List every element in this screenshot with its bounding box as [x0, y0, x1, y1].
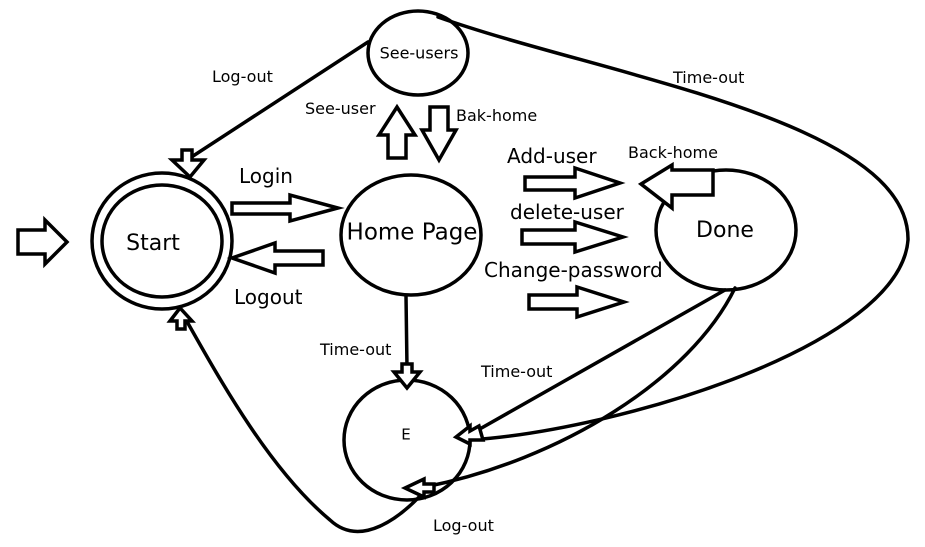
start-node-inner — [100, 183, 224, 299]
see-users-node-label: See-users — [380, 44, 459, 63]
edge-label-add-user: Add-user — [507, 144, 597, 168]
edge-line-log-out-top — [188, 40, 370, 160]
edge-line-time-out-done — [476, 288, 727, 432]
log-out-bottom-arrowhead-icon — [166, 305, 196, 331]
done-node — [654, 168, 798, 292]
see-users-node — [366, 9, 470, 97]
edge-label-log-out-top: Log-out — [212, 67, 273, 86]
entry-arrow-icon — [16, 215, 70, 269]
edge-label-see-user: See-user — [305, 99, 376, 118]
edge-label-login: Login — [239, 164, 293, 188]
time-out-done-arrowhead-icon — [452, 422, 486, 447]
start-node-label: Start — [126, 231, 180, 256]
edge-label-bak-home: Bak-home — [456, 106, 537, 125]
edge-label-delete-user: delete-user — [510, 200, 625, 224]
see-user-arrow-icon — [375, 103, 419, 160]
edge-line-time-out-top — [436, 15, 910, 442]
done-to-e-arrowhead-icon — [400, 476, 436, 500]
delete-user-arrow-icon — [520, 219, 629, 255]
bak-home-arrow-icon — [418, 105, 460, 164]
edge-label-back-home: Back-home — [628, 143, 718, 162]
edge-line-time-out-home — [404, 294, 409, 370]
edge-label-change-password: Change-password — [484, 258, 663, 282]
edge-label-logout: Logout — [234, 285, 303, 309]
edge-label-time-out-home: Time-out — [319, 340, 391, 359]
login-arrow-icon — [230, 192, 345, 224]
home-page-node — [339, 173, 483, 297]
edge-label-log-out-bottom: Log-out — [433, 516, 494, 535]
start-node-outer — [90, 171, 234, 311]
edge-line-log-out-bottom — [183, 316, 432, 534]
edge-line-done-to-e-curve — [423, 286, 737, 489]
add-user-arrow-icon — [523, 165, 626, 201]
home-page-node-label: Home Page — [347, 220, 478, 246]
change-password-arrow-icon — [527, 284, 630, 320]
edge-label-time-out-top: Time-out — [672, 68, 744, 87]
done-node-label: Done — [696, 218, 754, 243]
back-home-arrow-icon — [637, 161, 715, 212]
edge-label-time-out-done: Time-out — [480, 362, 552, 381]
logout-arrow-icon — [226, 240, 325, 276]
log-out-top-arrowhead-icon — [167, 148, 208, 180]
time-out-home-arrowhead-icon — [390, 362, 424, 391]
e-node-label: E — [401, 426, 410, 444]
